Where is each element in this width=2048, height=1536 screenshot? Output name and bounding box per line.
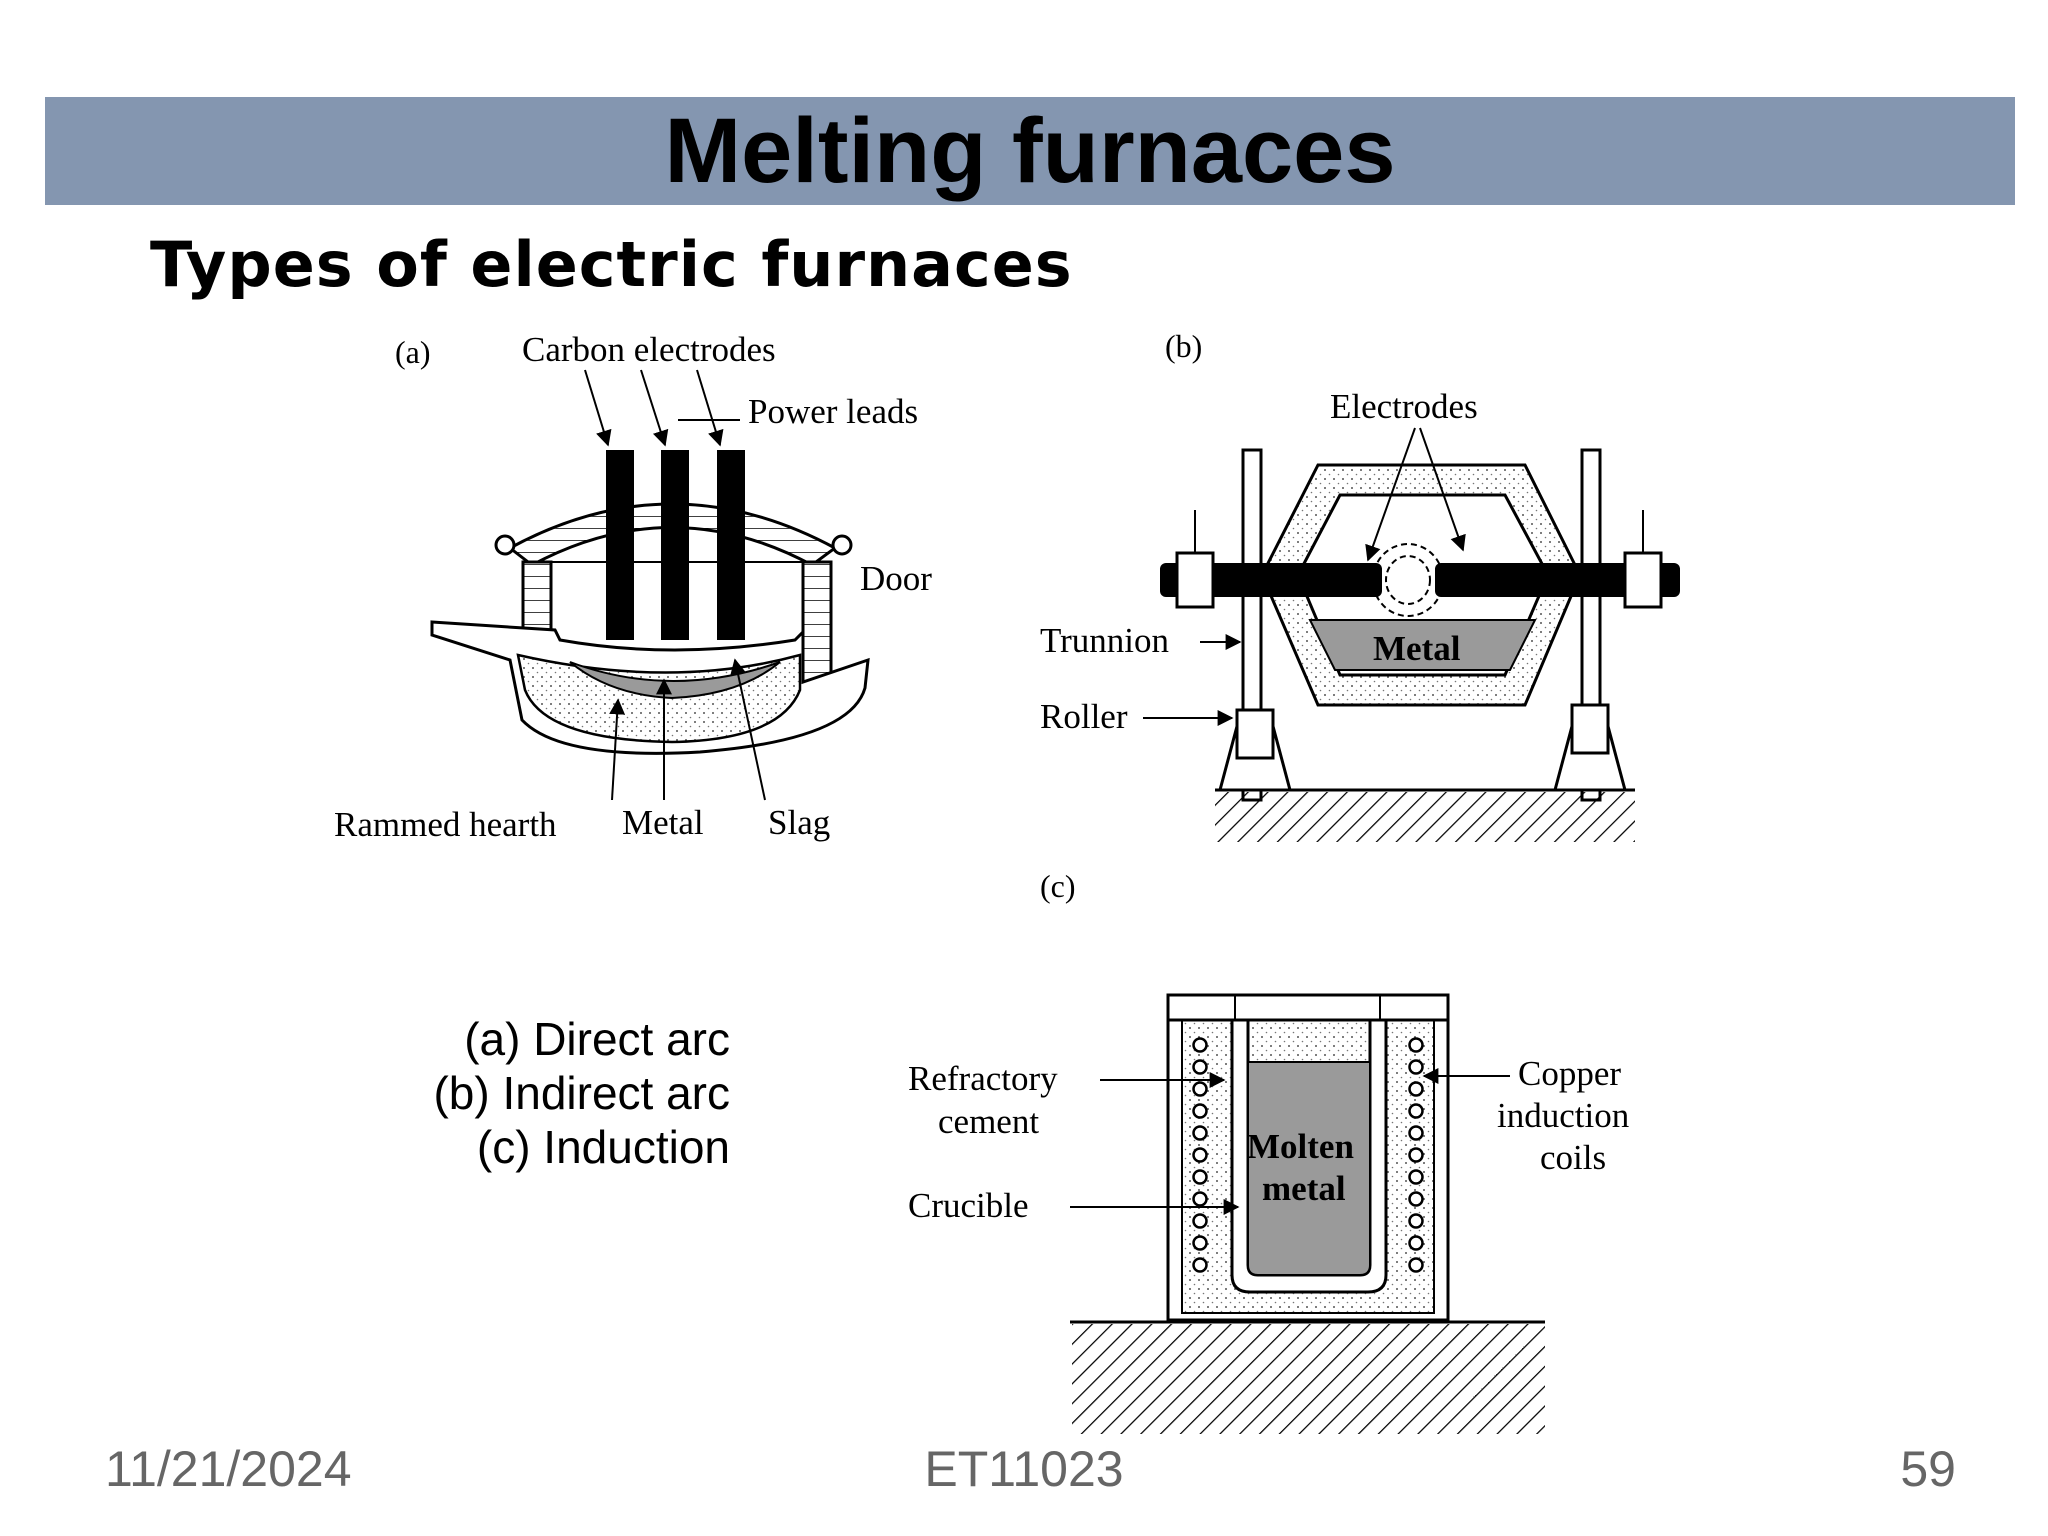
title-bar: Melting furnaces: [45, 97, 2015, 205]
label-refractory-2: cement: [938, 1102, 1039, 1141]
furnace-left-wall: [521, 560, 553, 632]
label-electrodes: Electrodes: [1330, 387, 1478, 426]
label-molten-1: Molten: [1247, 1127, 1354, 1166]
label-door: Door: [860, 559, 932, 598]
copper-induction-coils: [1192, 1037, 1424, 1273]
label-slag: Slag: [768, 803, 830, 842]
label-roller: Roller: [1040, 697, 1128, 736]
label-trunnion: Trunnion: [1040, 621, 1169, 660]
label-carbon-electrodes: Carbon electrodes: [522, 330, 776, 369]
label-copper-3: coils: [1540, 1138, 1606, 1177]
footer-page-number: 59: [1900, 1441, 1956, 1497]
panel-label-b: (b): [1165, 328, 1202, 364]
diagram-c-induction: (c) Refractory cement Crucible Copper in…: [908, 868, 1629, 1434]
legend-direct-arc: (a) Direct arc: [464, 1013, 730, 1065]
footer-date: 11/21/2024: [105, 1441, 352, 1497]
furnace-door: [801, 560, 833, 684]
footer-course: ET11023: [924, 1441, 1124, 1497]
panel-label-c: (c): [1040, 868, 1076, 904]
electrode-3: [717, 450, 745, 640]
label-rammed-hearth: Rammed hearth: [334, 805, 557, 844]
electrode-1: [606, 450, 634, 640]
label-refractory-1: Refractory: [908, 1059, 1058, 1098]
label-copper-2: induction: [1497, 1096, 1629, 1135]
legend-indirect-arc: (b) Indirect arc: [433, 1067, 730, 1119]
label-copper-1: Copper: [1518, 1054, 1621, 1093]
electrode-2: [661, 450, 689, 640]
legend-induction: (c) Induction: [476, 1121, 730, 1173]
molten-metal-a: [569, 661, 781, 700]
slide-subtitle: Types of electric furnaces: [150, 228, 1073, 301]
label-metal-a: Metal: [622, 803, 704, 842]
panel-label-a: (a): [395, 334, 431, 370]
diagram-b-indirect-arc: (b) Electrodes Trunnion Roller Metal: [1040, 328, 1680, 842]
label-metal-b: Metal: [1373, 629, 1461, 668]
electrode-left: [1160, 563, 1382, 597]
electrode-right: [1435, 563, 1680, 597]
molten-metal-b: [1308, 619, 1537, 671]
furnace-type-legend: (a) Direct arc (b) Indirect arc (c) Indu…: [433, 1012, 730, 1174]
molten-metal-c: [1247, 1061, 1371, 1276]
slide-title: Melting furnaces: [664, 100, 1396, 202]
diagram-a-direct-arc: (a) Carbon electrodes Power leads Door R…: [334, 330, 932, 844]
label-crucible: Crucible: [908, 1186, 1029, 1225]
label-molten-2: metal: [1262, 1169, 1346, 1208]
label-power-leads: Power leads: [748, 392, 918, 431]
